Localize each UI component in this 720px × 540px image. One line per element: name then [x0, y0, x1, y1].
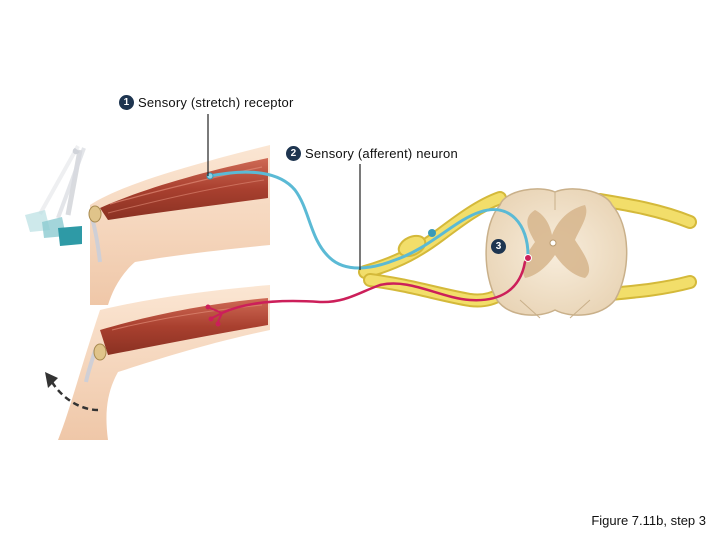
central-canal — [549, 239, 557, 247]
synapse-point — [524, 254, 532, 262]
motor-neuron-path — [220, 260, 527, 315]
motor-end-plates — [205, 304, 223, 327]
upper-leg — [88, 145, 270, 305]
sensory-neuron-text: Sensory (afferent) neuron — [305, 146, 458, 161]
sensory-neuron-cell-body — [428, 229, 436, 237]
lower-patella — [93, 343, 107, 361]
sensory-neuron-path — [208, 170, 530, 270]
figure-caption: Figure 7.11b, step 3 — [591, 513, 706, 528]
upper-patella — [88, 205, 102, 223]
sensory-receptor-text: Sensory (stretch) receptor — [138, 95, 294, 110]
step-number-badge: 1 — [119, 95, 134, 110]
step-number-badge: 2 — [286, 146, 301, 161]
step-3-badge: 3 — [491, 239, 506, 254]
sensory-receptor-label: 1 Sensory (stretch) receptor — [119, 95, 293, 110]
reflex-hammer-icon — [25, 145, 86, 246]
sensory-neuron-label: 2 Sensory (afferent) neuron — [286, 146, 458, 161]
kick-arrow-icon — [45, 372, 99, 412]
spinal-cord-section — [485, 188, 628, 319]
dorsal-root-ganglion — [397, 234, 427, 258]
